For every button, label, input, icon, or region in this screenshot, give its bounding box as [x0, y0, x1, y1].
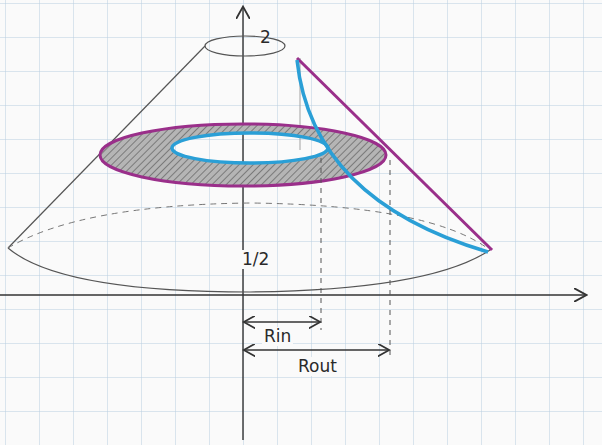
- inner-circle: [172, 133, 328, 163]
- outer-boundary-line: [297, 58, 492, 250]
- rin-label: Rin: [262, 327, 293, 346]
- bottom-radius-label: 1/2: [240, 250, 271, 269]
- rin-dimension: [245, 321, 319, 322]
- outer-circle: [100, 124, 386, 186]
- top-radius-label: 2: [258, 28, 273, 47]
- washer-shading: [100, 124, 386, 186]
- inner-boundary-curve: [297, 60, 488, 252]
- rin-drop: [321, 158, 322, 330]
- rout-dimension: [245, 349, 388, 350]
- rout-label: Rout: [296, 357, 339, 376]
- y-axis: [242, 8, 243, 440]
- bottom-ellipse-front: [8, 248, 490, 292]
- bottom-ellipse-back: [8, 203, 490, 250]
- x-axis: [0, 294, 585, 295]
- top-ellipse: [205, 36, 285, 56]
- rout-drop: [390, 160, 391, 358]
